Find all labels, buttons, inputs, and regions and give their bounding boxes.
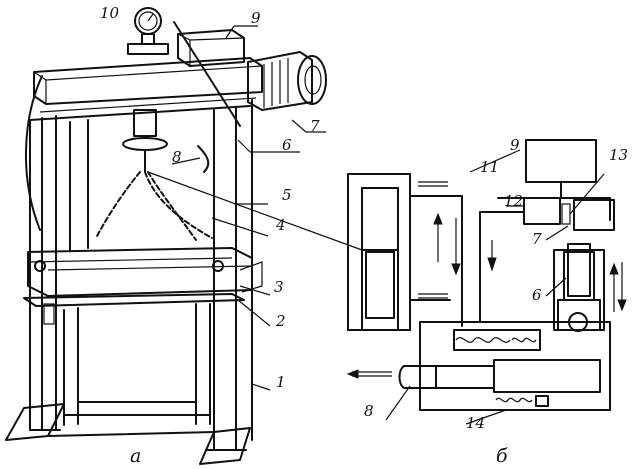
label-tank-9: 9 <box>510 136 520 154</box>
label-valve-8: 8 <box>364 402 374 420</box>
label-reservoir-9: 9 <box>251 9 261 27</box>
label-chains-4: 4 <box>275 216 286 234</box>
label-spring-14: 14 <box>466 414 485 432</box>
label-table-2: 2 <box>275 312 286 330</box>
label-cylinder-11: 11 <box>480 158 499 176</box>
label-coupling-13: 13 <box>609 146 628 164</box>
label-plunger-6: 6 <box>532 286 542 304</box>
label-pump-12: 12 <box>504 192 523 210</box>
press-drawing <box>5 7 363 465</box>
label-table-3: 3 <box>274 278 284 296</box>
label-motor-7: 7 <box>532 230 542 248</box>
caption-b: б <box>496 445 508 467</box>
label-gauge-10: 10 <box>100 4 120 22</box>
label-ram-5: 5 <box>282 186 292 204</box>
label-frame-1: 1 <box>276 373 286 391</box>
electric-motor-icon <box>247 51 327 111</box>
caption-a: а <box>130 445 141 467</box>
label-lever-8: 8 <box>172 148 182 166</box>
hydraulic-scheme <box>346 139 627 425</box>
pressure-gauge-icon <box>127 7 169 55</box>
label-pump-6: 6 <box>282 136 292 154</box>
label-motor-7: 7 <box>310 117 320 135</box>
